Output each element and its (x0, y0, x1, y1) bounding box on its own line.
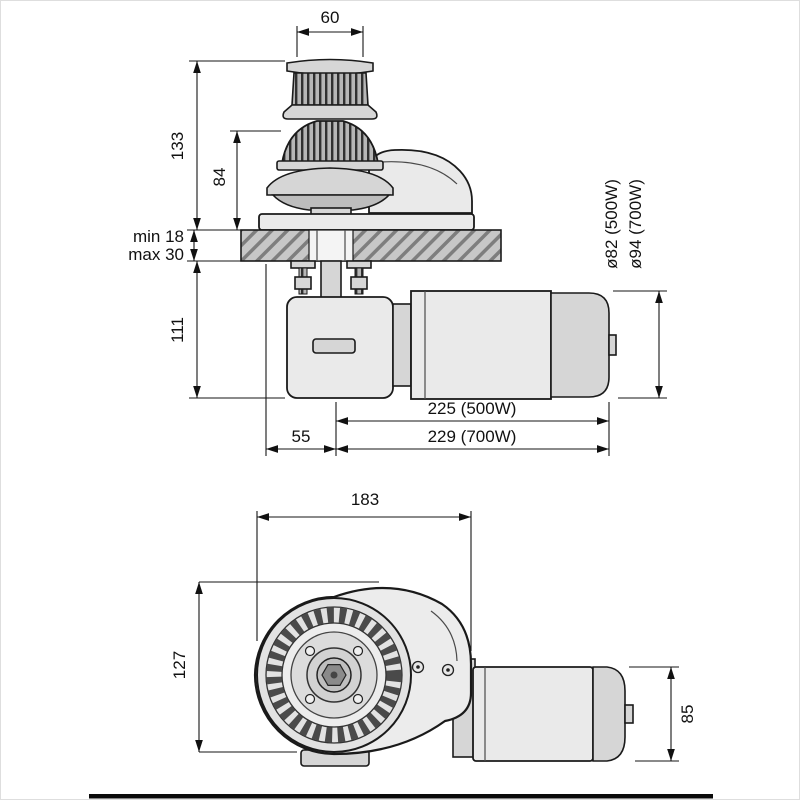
gypsy-wheel-front (256, 597, 412, 753)
dim-body-width: 183 (256, 490, 472, 651)
deck-section (240, 229, 502, 262)
dim-height-below-deck: 111 (168, 261, 285, 399)
base-plate (258, 213, 475, 231)
bottom-rule (89, 794, 713, 799)
dim-motor-diameter: ø82 (500W) ø94 (700W) (602, 179, 667, 399)
dim-height-above-deck: 133 (168, 60, 285, 231)
dim-label-length-700: 229 (700W) (428, 427, 517, 446)
dim-overall-lengths: 225 (500W) 55 229 (700W) (265, 264, 610, 456)
gearbox (286, 296, 394, 399)
motor-side-view (392, 290, 617, 400)
front-view: 183 127 85 (170, 490, 697, 767)
dim-label-deck-min: min 18 (133, 227, 184, 246)
dim-label-length-500: 225 (500W) (428, 399, 517, 418)
dim-capstan-top-width: 60 (296, 8, 364, 57)
side-view: 60 133 84 min 18 max 30 111 (128, 8, 667, 456)
dim-label-height-above-deck: 133 (168, 132, 187, 160)
dim-label-top-width: 60 (321, 8, 340, 27)
dim-label-gypsy-height: 84 (210, 168, 229, 187)
dim-label-motor-height: 85 (678, 705, 697, 724)
dim-label-offset: 55 (292, 427, 311, 446)
dim-label-deck-max: max 30 (128, 245, 184, 264)
dim-deck-thickness: min 18 max 30 (128, 227, 241, 264)
drive-shaft (320, 260, 342, 300)
dim-label-motor-dia-500: ø82 (500W) (602, 179, 621, 269)
dim-label-height-below-deck: 111 (168, 317, 187, 343)
dim-body-height: 127 (170, 581, 379, 753)
chainwheel-cover-icon (276, 120, 384, 171)
body-contour-line-3 (430, 610, 458, 662)
motor-front-view (452, 658, 634, 762)
dim-label-motor-dia-700: ø94 (700W) (626, 179, 645, 269)
mounting-studs (290, 260, 372, 295)
cover-screws (411, 660, 455, 677)
capstan-drum (282, 58, 378, 120)
dim-label-body-height: 127 (170, 651, 189, 679)
dim-label-body-width: 183 (351, 490, 379, 509)
dim-gypsy-height: 84 (210, 130, 281, 230)
dim-motor-height: 85 (629, 666, 697, 762)
